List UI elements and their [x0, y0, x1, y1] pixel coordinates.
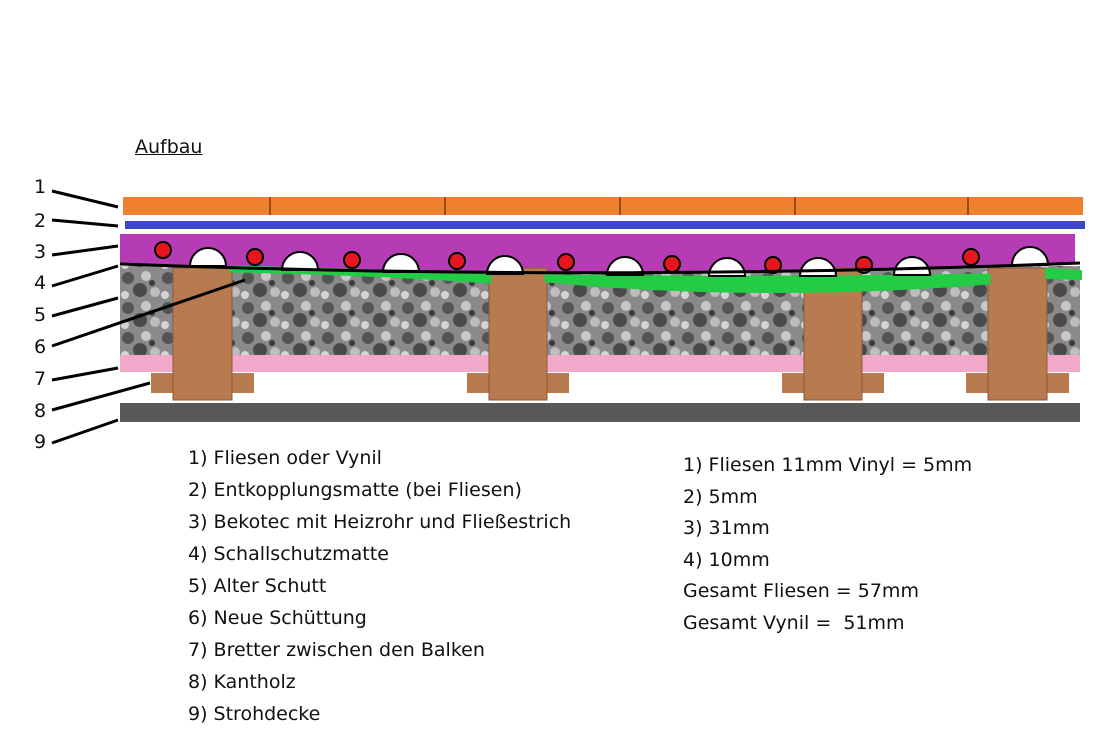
leader-line [51, 366, 119, 382]
heating-pipe [764, 256, 782, 274]
leader-line [51, 189, 119, 209]
bekotec-dome [381, 253, 421, 273]
sound-insulation-mat-line [119, 261, 1081, 275]
tiles-layer [123, 197, 1083, 215]
leader-line [51, 278, 246, 348]
bekotec-dome [605, 256, 645, 276]
legend-item: 2) Entkopplungsmatte (bei Fliesen) [188, 479, 522, 501]
legend-item: 9) Strohdecke [188, 703, 321, 725]
new-fill-layer [1045, 267, 1082, 281]
layer-number-5: 5 [34, 304, 47, 326]
layer-number-9: 9 [34, 431, 47, 453]
legend-item: 1) Fliesen oder Vynil [188, 447, 382, 469]
batten [232, 373, 254, 393]
layer-number-1: 1 [34, 176, 47, 198]
leader-line [51, 264, 119, 288]
thickness-item: 3) 31mm [683, 517, 770, 540]
new-fill-layer [544, 273, 991, 294]
bekotec-dome [188, 247, 228, 267]
batten [966, 373, 988, 393]
beam [172, 267, 233, 401]
beam [488, 267, 548, 401]
thickness-list: 1) Fliesen 11mm Vinyl = 5mm 2) 5mm 3) 31mm… [683, 450, 972, 640]
heating-pipe [246, 248, 264, 266]
heating-pipe [663, 255, 681, 273]
layer-number-6: 6 [34, 336, 47, 358]
bekotec-dome [1010, 246, 1050, 266]
thickness-item: 4) 10mm [683, 548, 770, 571]
leader-line [51, 418, 119, 445]
heating-pipe [448, 252, 466, 270]
batten [782, 373, 804, 393]
boards-layer [120, 355, 1080, 372]
leader-line [51, 296, 119, 318]
decoupling-mat-layer [125, 221, 1085, 229]
batten [467, 373, 489, 393]
screed-layer [120, 234, 1075, 272]
straw-ceiling-layer [120, 403, 1080, 422]
heating-pipe [343, 251, 361, 269]
diagram-title: Aufbau [135, 136, 203, 158]
batten [862, 373, 884, 393]
bekotec-dome [280, 251, 320, 271]
batten [151, 373, 173, 393]
layer-legend: 1) Fliesen oder Vynil 2) Entkopplungsmatt… [188, 442, 571, 730]
heating-pipe [154, 241, 172, 259]
legend-item: 3) Bekotec mit Heizrohr und Fließestrich [188, 511, 572, 533]
legend-item: 7) Bretter zwischen den Balken [188, 639, 485, 661]
legend-item: 5) Alter Schutt [188, 575, 327, 597]
legend-item: 8) Kantholz [188, 671, 296, 693]
layer-number-8: 8 [34, 400, 47, 422]
thickness-item: 1) Fliesen 11mm Vinyl = 5mm [683, 454, 973, 476]
legend-item: 4) Schallschutzmatte [188, 543, 389, 565]
heating-pipe [557, 253, 575, 271]
thickness-item: Gesamt Vynil = 51mm [683, 611, 905, 634]
batten [1047, 373, 1069, 393]
thickness-item: 2) 5mm [683, 485, 758, 508]
beam [987, 267, 1048, 401]
heating-pipe [962, 248, 980, 266]
layer-number-3: 3 [34, 241, 47, 263]
leader-line [51, 381, 151, 412]
layer-number-2: 2 [34, 210, 47, 232]
leader-line [51, 218, 119, 228]
batten [547, 373, 569, 393]
thickness-item: Gesamt Fliesen = 57mm [683, 580, 919, 603]
leader-line [51, 244, 119, 257]
bekotec-dome [485, 255, 525, 275]
layer-number-4: 4 [34, 272, 47, 294]
legend-item: 6) Neue Schüttung [188, 607, 367, 629]
layer-number-7: 7 [34, 368, 47, 390]
